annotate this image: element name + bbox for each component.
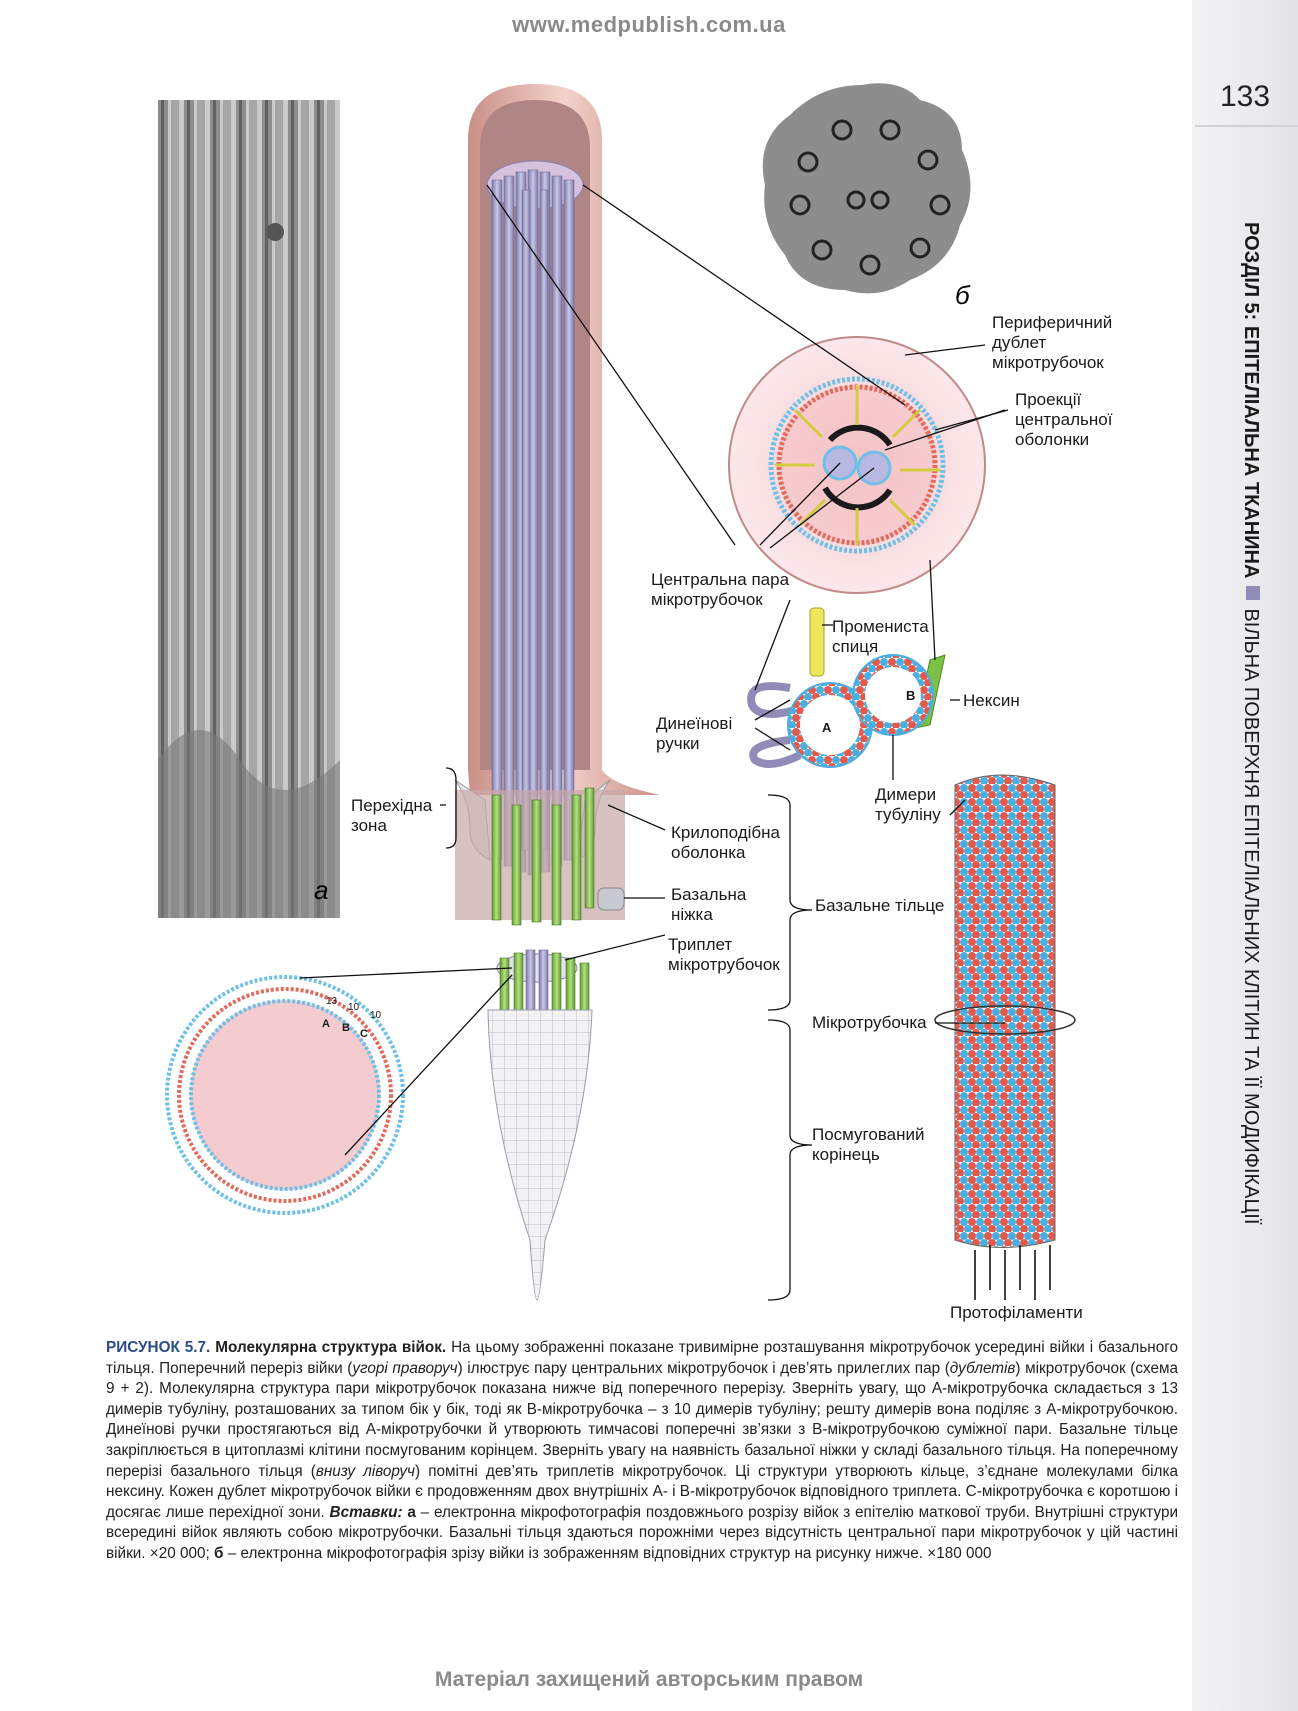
em-longitudinal-micrograph [158, 100, 340, 918]
label-subunit-b: B [906, 688, 916, 703]
caption-inserts-label: Вставки: [329, 1503, 403, 1521]
label-triplet-c: C [360, 1028, 368, 1040]
basal-body-cross-section [165, 975, 405, 1215]
inset-a-label: a [314, 875, 329, 905]
leader-lines [299, 184, 1009, 1301]
label-microtubule: Мікротрубочка [812, 1013, 927, 1032]
label-subunit-a: A [822, 720, 832, 735]
caption-text-6: – електронна мікрофотографія зрізу війки… [223, 1544, 992, 1562]
label-num-13: 13 [326, 996, 338, 1007]
figure-title: Молекулярна структура війок. [215, 1339, 447, 1356]
caption-em-1: угорі праворуч [352, 1359, 458, 1377]
caption-text-4: ) помітні дев’ять триплетів мікротрубочо… [106, 1462, 1178, 1521]
label-triplet-a: A [322, 1018, 330, 1030]
label-triplet-b: B [342, 1022, 350, 1034]
caption-em-3: внизу ліворуч [315, 1462, 415, 1480]
page-number-divider [1195, 125, 1298, 127]
figure-caption: РИСУНОК 5.7. Молекулярна структура війок… [106, 1338, 1178, 1565]
caption-em-2: дублетів [949, 1359, 1016, 1377]
inset-b-label: б [955, 280, 970, 310]
microtubule-model [934, 774, 1076, 1300]
label-nexin: Нексин [963, 691, 1020, 710]
caption-insert-a: a [407, 1503, 416, 1521]
watermark-bottom: Матеріал захищений авторським правом [434, 1668, 864, 1691]
watermark-top: www.medpublish.com.ua [512, 12, 786, 37]
cilium-cross-section [728, 336, 986, 594]
caption-text-3: ) мікротрубочок (схема 9 + 2). Молекуляр… [106, 1359, 1178, 1480]
cilium-3d-model [454, 84, 660, 1301]
figure-label: РИСУНОК 5.7. [106, 1339, 211, 1356]
caption-text-5: – електронна мікрофотографія поздовжньог… [106, 1503, 1178, 1562]
caption-insert-b: б [214, 1544, 224, 1562]
page-number: 133 [1219, 80, 1271, 113]
label-num-10a: 10 [348, 1002, 360, 1013]
doublet-detail [747, 607, 946, 768]
label-protofilaments: Протофіламенти [950, 1303, 1083, 1322]
em-cross-section-micrograph [762, 83, 971, 294]
label-basal-body: Базальне тільце [815, 896, 945, 915]
sidebar-band [1192, 0, 1298, 1711]
caption-text-1: На цьому зображенні показане тривимірне … [106, 1339, 1178, 1377]
caption-text-2: ) ілюструє пару центральних мікротрубочо… [457, 1359, 950, 1377]
label-num-10b: 10 [370, 1010, 382, 1021]
